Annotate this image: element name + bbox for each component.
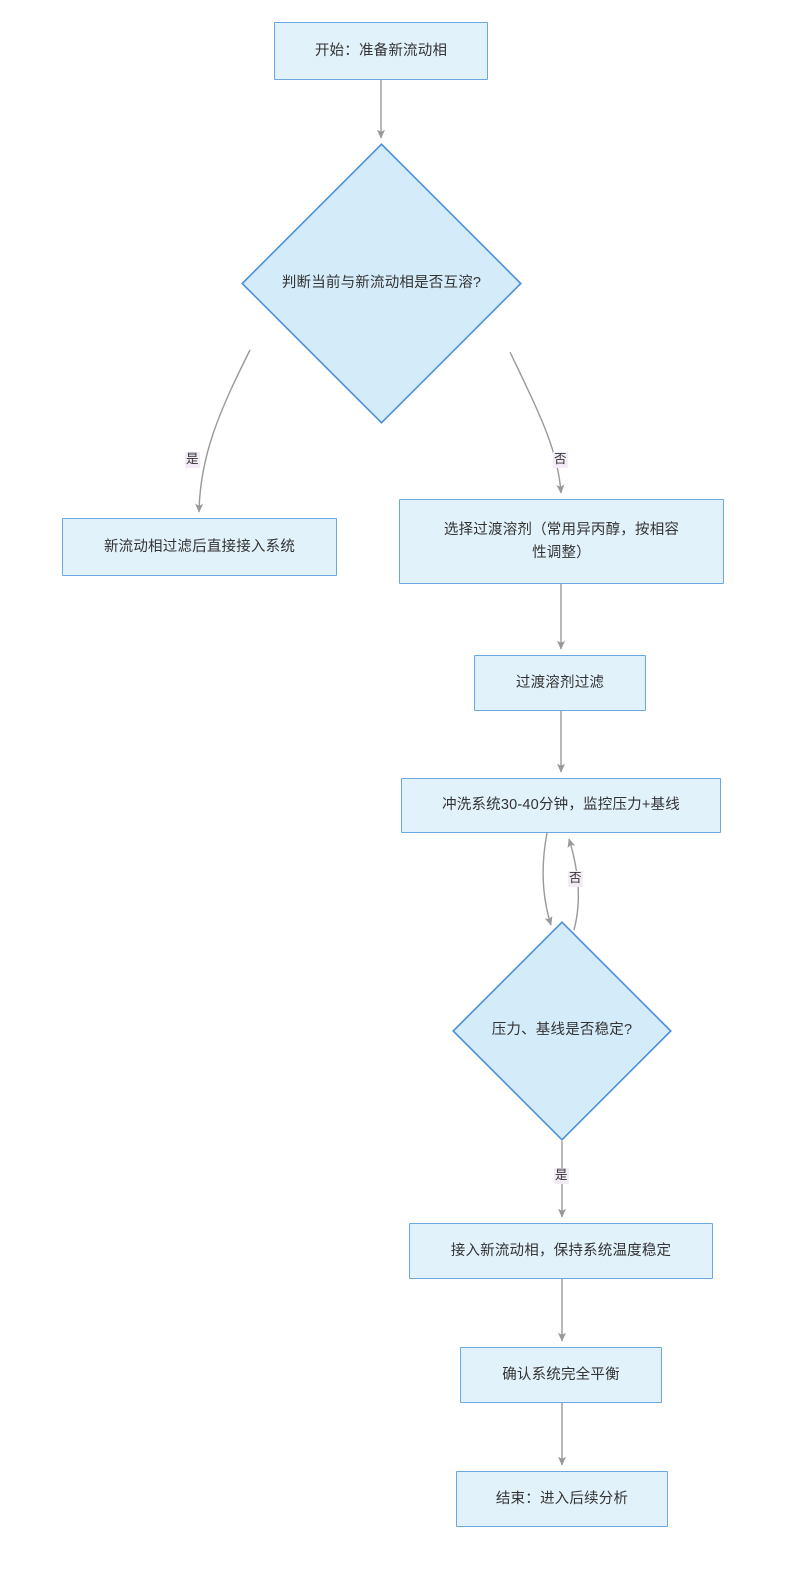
node-confirm-equilibrium-label: 确认系统完全平衡	[502, 1366, 620, 1383]
node-connect-new-phase[interactable]: 接入新流动相，保持系统温度稳定	[409, 1223, 713, 1279]
node-choose-solvent-label: 选择过渡溶剂（常用异丙醇，按相容 性调整）	[443, 522, 680, 561]
node-confirm-equilibrium[interactable]: 确认系统完全平衡	[460, 1347, 662, 1403]
node-miscible-decision[interactable]: 判断当前与新流动相是否互溶?	[241, 143, 522, 424]
node-end-label: 结束：进入后续分析	[495, 1490, 629, 1507]
node-end[interactable]: 结束：进入后续分析	[456, 1471, 668, 1527]
node-flush-system[interactable]: 冲洗系统30-40分钟，监控压力+基线	[401, 778, 721, 833]
diamond-shape-stable	[452, 921, 672, 1141]
node-filter-solvent-label: 过渡溶剂过滤	[515, 674, 605, 691]
node-choose-solvent[interactable]: 选择过渡溶剂（常用异丙醇，按相容 性调整）	[399, 499, 724, 584]
edge-label-miscible-yes: 是	[185, 452, 200, 468]
node-start-label: 开始：准备新流动相	[314, 42, 448, 59]
node-direct-connect[interactable]: 新流动相过滤后直接接入系统	[62, 518, 337, 576]
node-stable-decision-label: 压力、基线是否稳定?	[491, 1022, 633, 1039]
edge-label-stable-yes: 是	[554, 1168, 569, 1184]
node-start[interactable]: 开始：准备新流动相	[274, 22, 488, 80]
node-miscible-decision-label: 判断当前与新流动相是否互溶?	[281, 274, 482, 291]
diamond-shape-miscible	[241, 143, 522, 424]
edge-label-miscible-no: 否	[553, 452, 568, 468]
node-connect-new-phase-label: 接入新流动相，保持系统温度稳定	[450, 1242, 672, 1259]
edge-label-stable-no: 否	[568, 871, 583, 887]
node-flush-system-label: 冲洗系统30-40分钟，监控压力+基线	[442, 797, 680, 814]
node-stable-decision[interactable]: 压力、基线是否稳定?	[452, 921, 672, 1141]
node-filter-solvent[interactable]: 过渡溶剂过滤	[474, 655, 646, 711]
edge-flush-to-stable	[542, 832, 553, 926]
node-direct-connect-label: 新流动相过滤后直接接入系统	[103, 538, 296, 555]
